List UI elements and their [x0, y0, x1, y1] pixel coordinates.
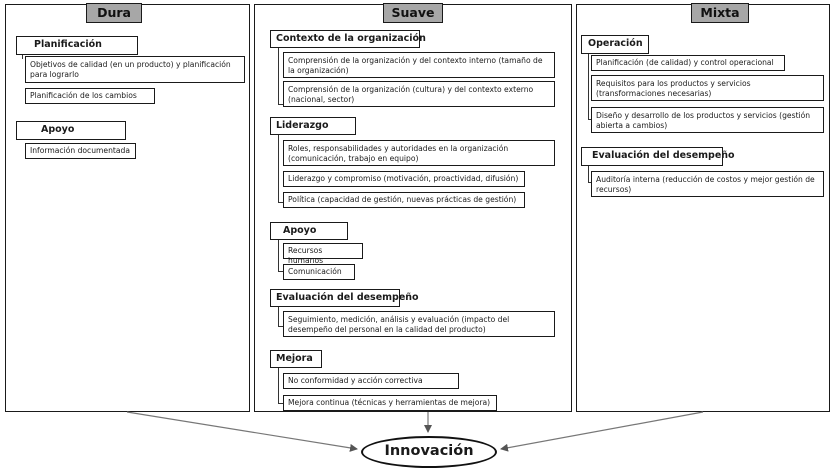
- mixta-header: Mixta: [691, 3, 749, 23]
- arrow-mixta: [500, 411, 704, 452]
- suave-mejora-item-2: Mejora continua (técnicas y herramientas…: [283, 395, 497, 411]
- mixta-operacion-item-3: Diseño y desarrollo de los productos y s…: [591, 107, 824, 133]
- dura-header: Dura: [86, 3, 142, 23]
- suave-evaluacion-item-1: Seguimiento, medición, análisis y evalua…: [283, 311, 555, 337]
- suave-evaluacion-title: Evaluación del desempeño: [270, 289, 419, 307]
- suave-liderazgo-item-2: Liderazgo y compromiso (motivación, proa…: [283, 171, 525, 187]
- dura-apoyo-item-1: Información documentada: [25, 143, 136, 159]
- suave-liderazgo-item-3: Política (capacidad de gestión, nuevas p…: [283, 192, 525, 208]
- suave-liderazgo-item-1: Roles, responsabilidades y autoridades e…: [283, 140, 555, 166]
- suave-apoyo-item-2: Comunicación: [283, 264, 355, 280]
- mixta-evaluacion-item-1: Auditoría interna (reducción de costos y…: [591, 171, 824, 197]
- mixta-evaluacion-title: Evaluación del desempeño: [581, 147, 735, 166]
- arrow-dura: [126, 411, 358, 452]
- mixta-operacion-item-2: Requisitos para los productos y servicio…: [591, 75, 824, 101]
- connector: [278, 240, 284, 272]
- connector: [278, 368, 284, 404]
- suave-apoyo-item-1: Recursos humanos: [283, 243, 363, 265]
- suave-mejora-item-1: No conformidad y acción correctiva: [283, 373, 459, 389]
- dura-planificacion-item-2: Planificación de los cambios: [25, 88, 155, 104]
- suave-mejora-title: Mejora: [270, 350, 322, 368]
- mixta-operacion-title: Operación: [581, 35, 649, 54]
- connector: [22, 55, 23, 59]
- suave-liderazgo-title: Liderazgo: [270, 117, 356, 135]
- suave-contexto-item-1: Comprensión de la organización y del con…: [283, 52, 555, 78]
- connector: [278, 307, 284, 327]
- innovation-ellipse: Innovación: [361, 436, 497, 468]
- suave-contexto-title: Contexto de la organización: [270, 30, 426, 48]
- dura-apoyo-title: Apoyo: [16, 121, 126, 140]
- dura-planificacion-title: Planificación: [16, 36, 138, 55]
- mixta-operacion-item-1: Planificación (de calidad) y control ope…: [591, 55, 785, 71]
- suave-contexto-item-2: Comprensión de la organización (cultura)…: [283, 81, 555, 107]
- connector: [278, 48, 284, 105]
- connector: [278, 135, 284, 203]
- suave-apoyo-title: Apoyo: [270, 222, 348, 240]
- mixta-panel: [576, 4, 830, 412]
- suave-header: Suave: [383, 3, 443, 23]
- dura-planificacion-item-1: Objetivos de calidad (en un producto) y …: [25, 56, 245, 83]
